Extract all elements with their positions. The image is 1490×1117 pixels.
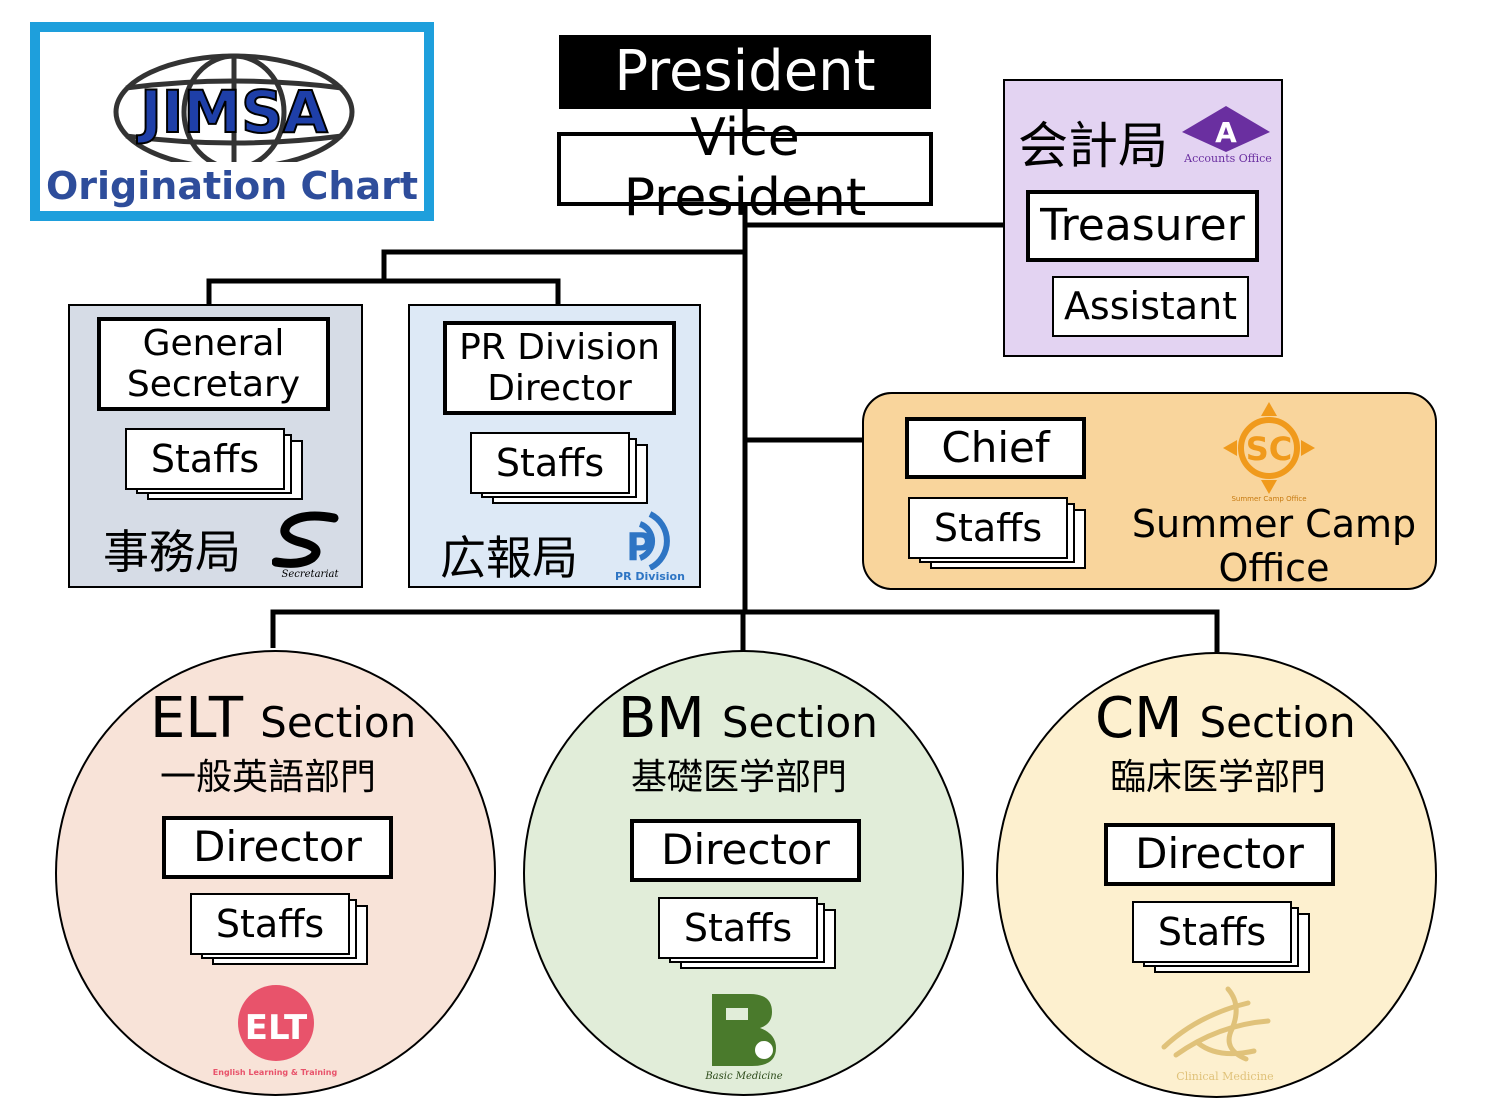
- cm-logo-caption: Clinical Medicine: [1176, 1070, 1274, 1083]
- summer-camp-name-line2: Office: [1218, 545, 1330, 590]
- chart-title: Origination Chart: [45, 164, 419, 208]
- president-box: President: [559, 35, 931, 109]
- bm-section-title: BM Section: [618, 686, 878, 751]
- elt-section-title: ELT Section: [150, 686, 416, 751]
- bm-staffs-label: Staffs: [658, 897, 818, 959]
- cm-section-title: CM Section: [1095, 686, 1356, 751]
- cm-section-abbr: CM: [1095, 686, 1183, 751]
- secretariat-staffs-stack: Staffs: [125, 428, 305, 500]
- elt-logo-text: ELT: [245, 1008, 308, 1048]
- secretariat-name-jp: 事務局: [103, 525, 241, 579]
- general-secretary-line1: General: [142, 322, 285, 364]
- elt-staffs-stack: Staffs: [190, 893, 370, 965]
- cm-section-name-jp: 臨床医学部門: [1110, 757, 1327, 798]
- elt-logo-icon: ELT: [238, 985, 314, 1061]
- elt-director-box: Director: [162, 816, 393, 879]
- general-secretary-box: General Secretary: [97, 317, 330, 411]
- secretariat-logo-icon: [272, 511, 339, 568]
- bm-logo-caption: Basic Medicine: [705, 1071, 783, 1082]
- summer-camp-name-line1: Summer Camp: [1131, 502, 1417, 546]
- title-inner: JIMSA Origination Chart: [38, 30, 426, 213]
- summer-staffs-label: Staffs: [908, 497, 1068, 559]
- bm-section-name-jp: 基礎医学部門: [631, 757, 848, 798]
- cm-logo-icon: [1161, 986, 1271, 1062]
- pr-director-line1: PR Division: [459, 326, 660, 368]
- pr-division-logo-icon: P: [626, 511, 670, 570]
- svg-text:A: A: [1215, 116, 1237, 149]
- summer-camp-office-name: Summer Camp Office: [1124, 502, 1424, 590]
- summer-staffs-stack: Staffs: [908, 497, 1088, 569]
- elt-logo-caption: English Learning & Training: [212, 1068, 338, 1077]
- summer-camp-logo-caption: Summer Camp Office: [1231, 495, 1307, 503]
- cm-director-box: Director: [1104, 823, 1335, 886]
- pr-division-name-jp: 広報局: [440, 531, 578, 585]
- pr-director-line2: Director: [487, 368, 632, 409]
- assistant-box: Assistant: [1052, 276, 1249, 337]
- elt-section-name-jp: 一般英語部門: [160, 757, 377, 798]
- jimsa-logo-text: JIMSA: [136, 78, 328, 146]
- elt-staffs-label: Staffs: [190, 893, 350, 955]
- accounts-office-logo-icon: A: [1182, 106, 1270, 152]
- cm-section-word: Section: [1199, 698, 1356, 747]
- jimsa-logo: JIMSA: [113, 53, 355, 162]
- cm-staffs-stack: Staffs: [1132, 901, 1312, 973]
- elt-section-abbr: ELT: [150, 686, 244, 751]
- general-secretary-line2: Secretary: [126, 364, 301, 405]
- bm-director-box: Director: [630, 819, 861, 882]
- treasurer-box: Treasurer: [1026, 190, 1259, 262]
- vice-president-box: Vice President: [557, 108, 933, 228]
- pr-director-box: PR Division Director: [443, 321, 676, 415]
- summer-camp-logo-icon: SC: [1223, 402, 1315, 494]
- bm-staffs-stack: Staffs: [658, 897, 838, 969]
- secretariat-logo-caption: Secretariat: [281, 569, 339, 580]
- svg-text:SC: SC: [1246, 430, 1293, 468]
- elt-section-word: Section: [260, 698, 417, 747]
- pr-staffs-label: Staffs: [470, 432, 630, 494]
- cm-staffs-label: Staffs: [1132, 901, 1292, 963]
- bm-section-abbr: BM: [618, 686, 705, 751]
- accounts-office-logo-caption: Accounts Office: [1184, 152, 1272, 165]
- chief-box: Chief: [905, 417, 1086, 479]
- title-block: JIMSA Origination Chart: [30, 22, 434, 221]
- secretariat-staffs-label: Staffs: [125, 428, 285, 490]
- pr-staffs-stack: Staffs: [470, 432, 650, 504]
- accounts-office-name-jp: 会計局: [1018, 117, 1168, 175]
- bm-section-word: Section: [721, 698, 878, 747]
- svg-text:P: P: [626, 525, 654, 569]
- pr-division-logo-caption: PR Division: [615, 570, 685, 583]
- bm-logo-icon: [712, 994, 776, 1066]
